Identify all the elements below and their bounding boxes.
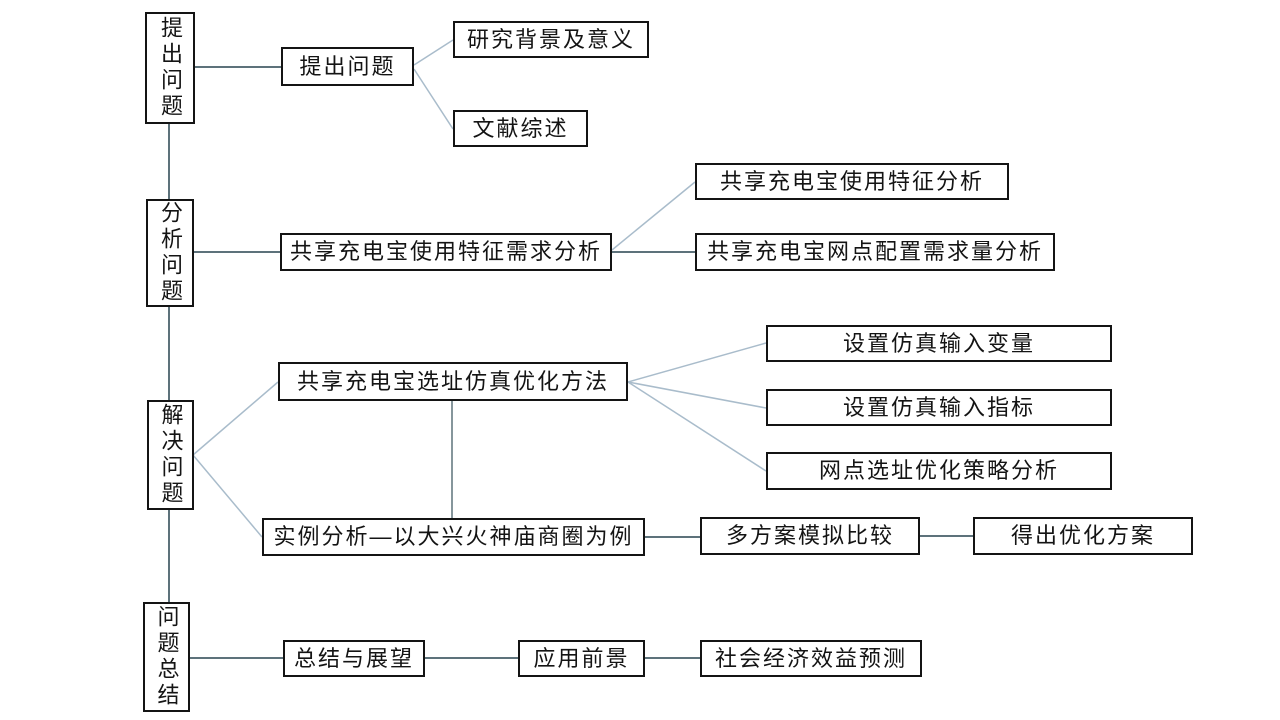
connector-siting-method-sim-variables (627, 342, 767, 383)
connector-raise-problem-research-background (413, 39, 454, 66)
node-raise-problem: 提出问题 (281, 47, 414, 86)
node-multi-scheme-comparison: 多方案模拟比较 (700, 517, 920, 555)
node-application-prospect: 应用前景 (518, 640, 645, 677)
node-usage-feature-analysis: 共享充电宝使用特征分析 (695, 163, 1009, 200)
node-case-study: 实例分析—以大兴火神庙商圈为例 (262, 518, 645, 556)
connector-siting-method-strategy-analysis (627, 381, 767, 472)
connector-siting-method-sim-indicators (627, 381, 767, 409)
node-siting-simulation-method: 共享充电宝选址仿真优化方法 (278, 362, 628, 401)
node-stage-solve-problem: 解决问题 (147, 400, 194, 510)
node-stage-analyze-problem: 分析问题 (146, 199, 194, 307)
node-usage-demand-analysis: 共享充电宝使用特征需求分析 (280, 233, 612, 271)
node-literature-review: 文献综述 (453, 110, 588, 147)
node-research-background: 研究背景及意义 (453, 21, 649, 58)
node-sim-input-variables: 设置仿真输入变量 (766, 325, 1112, 362)
node-summary-outlook: 总结与展望 (283, 640, 425, 677)
node-network-demand-analysis: 共享充电宝网点配置需求量分析 (695, 233, 1055, 271)
node-stage-raise-problem: 提出问题 (145, 12, 195, 124)
node-socioeconomic-forecast: 社会经济效益预测 (700, 640, 922, 677)
connector-usage-demand-usage-feature (611, 181, 696, 251)
connector-stage3-case-study (192, 454, 263, 538)
node-sim-input-indicators: 设置仿真输入指标 (766, 389, 1112, 426)
node-stage-problem-summary: 问题总结 (143, 602, 190, 712)
node-optimized-scheme: 得出优化方案 (973, 517, 1193, 555)
connector-stage3-siting-method (192, 381, 279, 456)
connector-raise-problem-literature-review (413, 68, 454, 130)
node-siting-strategy-analysis: 网点选址优化策略分析 (766, 452, 1112, 490)
